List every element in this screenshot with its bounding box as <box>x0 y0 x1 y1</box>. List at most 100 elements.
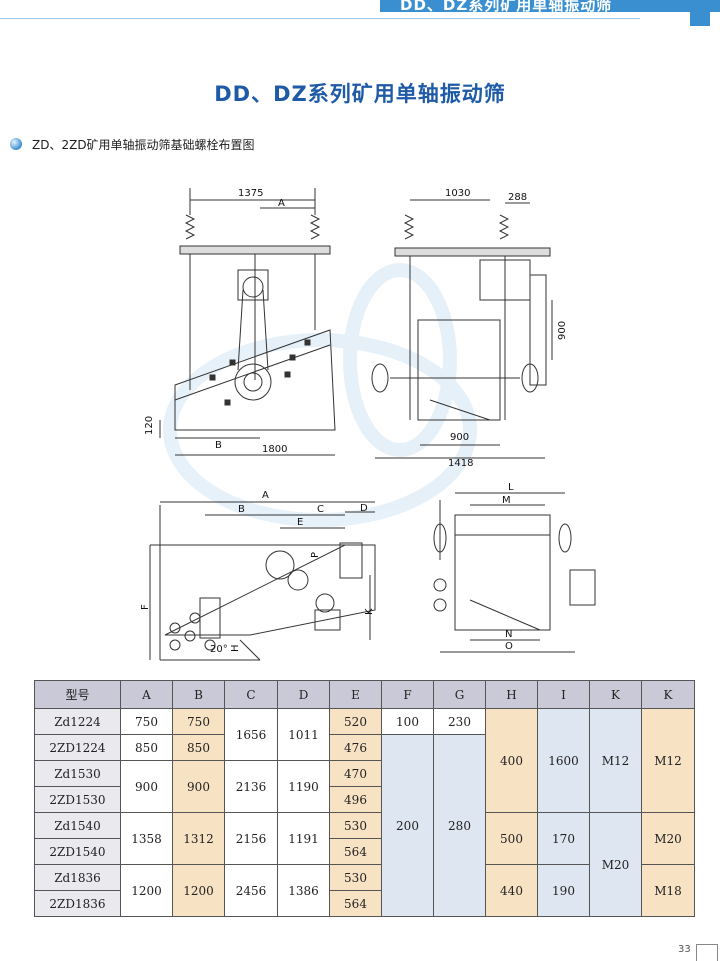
c-cell: 2456 <box>224 864 278 917</box>
e-cell: 476 <box>329 734 382 761</box>
table-row: Zd1836 1200 1200 2456 1386 530 440 190 M… <box>34 864 695 917</box>
fig2-top-dim: 1030 <box>445 188 470 199</box>
table-row: 2ZD1540 564 <box>34 838 695 865</box>
e-cell: 470 <box>329 760 382 787</box>
fig3-k-label: K <box>364 608 375 615</box>
fig3-d-label: D <box>360 503 368 514</box>
d-cell: 1190 <box>277 760 330 813</box>
e-cell: 530 <box>329 864 382 891</box>
fig2-inner-dim: 900 <box>450 432 469 443</box>
fig3-h-label: H <box>230 644 241 652</box>
header-a: A <box>120 680 173 709</box>
fig3-e-label: E <box>297 517 303 528</box>
fig2-bottom-dim: 1418 <box>448 458 473 469</box>
header-f: F <box>381 680 434 709</box>
header-block <box>690 12 710 26</box>
k1-cell: M12 <box>589 708 642 813</box>
k1-cell: M20 <box>589 812 642 917</box>
b-cell: 900 <box>172 760 225 813</box>
header-k1: K <box>589 680 642 709</box>
header-text: DD、DZ系列矿用单轴振动筛 <box>400 0 613 14</box>
i-cell: 190 <box>537 864 590 917</box>
model-cell: 2ZD1836 <box>34 890 121 917</box>
i-cell: 170 <box>537 812 590 865</box>
section-subtitle: ZD、2ZD矿用单轴振动筛基础螺栓布置图 <box>32 138 255 152</box>
fig3-angle-label: 20° <box>210 644 228 655</box>
figure-foundation-end-labels: L M N O <box>502 482 514 652</box>
model-cell: Zd1540 <box>34 812 121 839</box>
h-cell: 440 <box>485 864 538 917</box>
a-cell: 850 <box>120 734 173 761</box>
fig3-f-label: F <box>140 604 151 610</box>
table-header-row: 型号 A B C D E F G H I K K <box>34 680 695 709</box>
a-cell: 750 <box>120 708 173 735</box>
k2-cell: M18 <box>641 864 695 917</box>
model-cell: Zd1836 <box>34 864 121 891</box>
figure-end-view-labels: 1030 288 900 900 1418 <box>445 188 568 469</box>
header-b: B <box>172 680 225 709</box>
model-cell: 2ZD1224 <box>34 734 121 761</box>
header-model: 型号 <box>34 680 121 709</box>
h-cell: 400 <box>485 708 538 813</box>
e-cell: 564 <box>329 838 382 865</box>
fig3-a-label: A <box>262 490 269 501</box>
header-h: H <box>485 680 538 709</box>
header-rule <box>0 18 640 19</box>
header-band <box>380 0 720 12</box>
fig1-top-dim: 1375 <box>238 188 263 199</box>
a-cell: 1200 <box>120 864 173 917</box>
g-cell: 280 <box>433 734 486 917</box>
d-cell: 1386 <box>277 864 330 917</box>
i-cell: 1600 <box>537 708 590 813</box>
h-cell: 500 <box>485 812 538 865</box>
model-cell: 2ZD1540 <box>34 838 121 865</box>
fig1-a-label: A <box>278 198 285 209</box>
page-number-box <box>696 944 718 961</box>
a-cell: 1358 <box>120 812 173 865</box>
figure-side-view-labels: 1375 A 120 B 1800 <box>144 188 287 455</box>
table-row: 2ZD1224 850 850 476 200 280 <box>34 734 695 917</box>
page-number: 33 <box>678 944 691 955</box>
e-cell: 496 <box>329 786 382 813</box>
e-cell: 530 <box>329 812 382 839</box>
header-k2: K <box>641 680 695 709</box>
k2-cell: M20 <box>641 812 695 865</box>
bullet-icon <box>10 138 22 150</box>
fig2-right-top-dim: 288 <box>508 192 527 203</box>
page-title: DD、DZ系列矿用单轴振动筛 <box>214 82 506 106</box>
figure-end-view <box>371 199 553 459</box>
figure-foundation-end <box>433 492 596 653</box>
header-e: E <box>329 680 382 709</box>
spec-table: 型号 A B C D E F G H I K K Zd1224 750 750 … <box>34 680 695 917</box>
header-i: I <box>537 680 590 709</box>
fig3-p-label: P <box>310 552 321 558</box>
watermark <box>163 263 477 527</box>
fig2-side-dim: 900 <box>557 321 568 340</box>
g-cell: 230 <box>433 708 486 735</box>
fig3-c-label: C <box>317 504 324 515</box>
table-row: Zd1530 900 900 2136 1190 470 <box>34 760 695 813</box>
fig3-b-label: B <box>238 504 245 515</box>
fig4-l-label: L <box>508 482 514 493</box>
table-row: Zd1540 1358 1312 2156 1191 530 500 170 M… <box>34 812 695 917</box>
b-cell: 1200 <box>172 864 225 917</box>
header-c: C <box>224 680 278 709</box>
d-cell: 1011 <box>277 708 330 761</box>
k2-cell: M12 <box>641 708 695 813</box>
b-cell: 850 <box>172 734 225 761</box>
table-row: 2ZD1836 564 <box>34 890 695 917</box>
fig1-b-label: B <box>215 440 222 451</box>
model-cell: 2ZD1530 <box>34 786 121 813</box>
c-cell: 2156 <box>224 812 278 865</box>
b-cell: 1312 <box>172 812 225 865</box>
table-row: 2ZD1530 496 <box>34 786 695 813</box>
fig1-left-dim: 120 <box>144 416 155 435</box>
a-cell: 900 <box>120 760 173 813</box>
b-cell: 750 <box>172 708 225 735</box>
f-cell: 100 <box>381 708 434 735</box>
fig4-o-label: O <box>505 641 513 652</box>
d-cell: 1191 <box>277 812 330 865</box>
header-g: G <box>433 680 486 709</box>
c-cell: 2136 <box>224 760 278 813</box>
e-cell: 520 <box>329 708 382 735</box>
